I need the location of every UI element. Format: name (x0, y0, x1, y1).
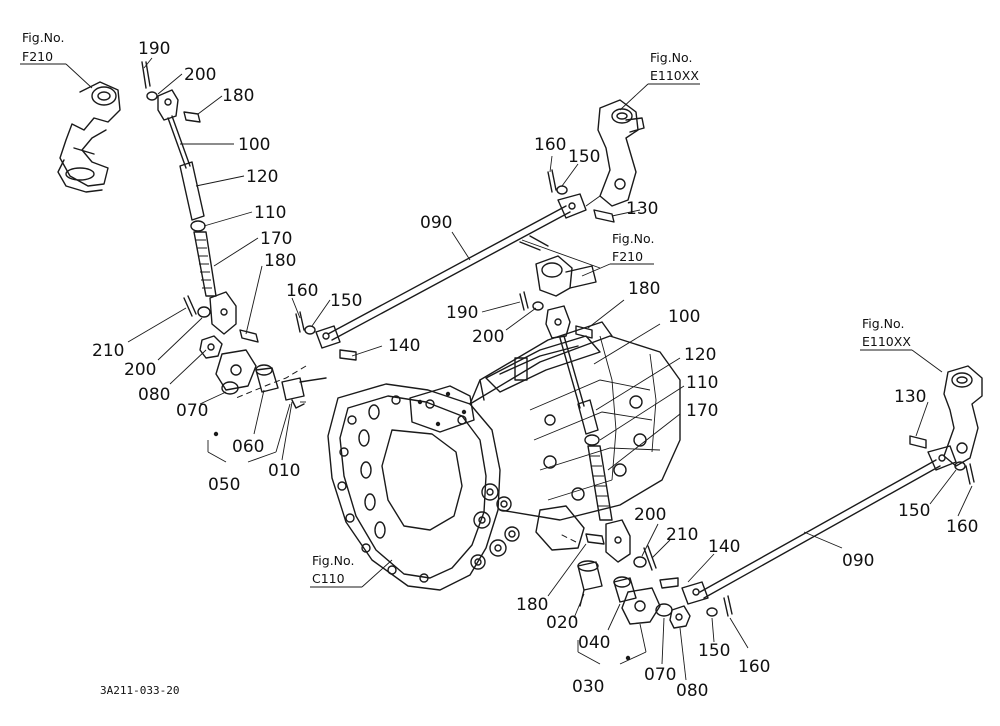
callout-120: 120 (246, 167, 278, 187)
fig-ref-prefix: Fig.No. (312, 553, 354, 568)
callout-060: 060 (232, 437, 264, 457)
transmission-housing (327, 321, 681, 591)
fig-ref-code: F210 (612, 249, 643, 264)
fig-ref-f210-left: Fig.No. F210 (20, 30, 93, 89)
fig-ref-c110: Fig.No. C110 (310, 553, 393, 588)
fig-ref-code: C110 (312, 571, 345, 586)
fig-ref-code: E110XX (650, 68, 699, 83)
callout-170: 170 (260, 229, 292, 249)
callout-150: 150 (698, 641, 730, 661)
callout-130: 130 (894, 387, 926, 407)
callout-050: 050 (208, 475, 240, 495)
callout-190: 190 (446, 303, 478, 323)
callout-190: 190 (138, 39, 170, 59)
callout-090: 090 (842, 551, 874, 571)
callout-150: 150 (330, 291, 362, 311)
callout-210: 210 (666, 525, 698, 545)
case-bosses (470, 395, 647, 570)
callout-210: 210 (92, 341, 124, 361)
callout-030: 030 (572, 677, 604, 697)
drawing-code: 3A211-033-20 (100, 684, 179, 697)
callout-120: 120 (684, 345, 716, 365)
callout-090: 090 (420, 213, 452, 233)
fig-ref-f210-mid: Fig.No. F210 (581, 231, 654, 277)
fig-ref-e110xx-top: Fig.No. E110XX (619, 50, 700, 111)
callout-180: 180 (516, 595, 548, 615)
callout-160: 160 (738, 657, 770, 677)
callout-140: 140 (708, 537, 740, 557)
callout-200: 200 (634, 505, 666, 525)
callout-200: 200 (184, 65, 216, 85)
callout-020: 020 (546, 613, 578, 633)
callout-100: 100 (238, 135, 270, 155)
callout-150: 150 (898, 501, 930, 521)
callout-070: 070 (176, 401, 208, 421)
callout-040: 040 (578, 633, 610, 653)
callout-160: 160 (534, 135, 566, 155)
right-lever-e110xx (943, 365, 983, 467)
fig-ref-e110xx-right: Fig.No. E110XX (860, 316, 943, 373)
bell-ribs (358, 404, 386, 539)
callout-labels: 190 200 180 100 120 110 170 180 160 150 … (92, 39, 978, 701)
leader-lines (127, 57, 973, 681)
callout-110: 110 (254, 203, 286, 223)
callout-110: 110 (686, 373, 718, 393)
mid-shift-lever-f210 (519, 235, 601, 297)
callout-180: 180 (264, 251, 296, 271)
long-rod-lower (699, 435, 975, 599)
callout-160: 160 (286, 281, 318, 301)
callout-150: 150 (568, 147, 600, 167)
callout-200: 200 (472, 327, 504, 347)
callout-140: 140 (388, 336, 420, 356)
fig-ref-prefix: Fig.No. (612, 231, 654, 246)
callout-200: 200 (124, 360, 156, 380)
left-shift-lever-f210 (57, 81, 121, 193)
callout-130: 130 (626, 199, 658, 219)
callout-100: 100 (668, 307, 700, 327)
flange-bolt-holes (337, 395, 467, 583)
fig-ref-prefix: Fig.No. (862, 316, 904, 331)
callout-080: 080 (676, 681, 708, 701)
upper-right-lever-e110xx (585, 99, 645, 207)
mid-linkage (519, 291, 733, 661)
callout-180: 180 (628, 279, 660, 299)
callout-170: 170 (686, 401, 718, 421)
fig-ref-prefix: Fig.No. (650, 50, 692, 65)
long-rod-top (327, 169, 615, 341)
fig-ref-code: E110XX (862, 334, 911, 349)
callout-010: 010 (268, 461, 300, 481)
callout-070: 070 (644, 665, 676, 685)
callout-180: 180 (222, 86, 254, 106)
left-upper-linkage (141, 61, 357, 437)
fig-ref-prefix: Fig.No. (22, 30, 64, 45)
callout-160: 160 (946, 517, 978, 537)
callout-080: 080 (138, 385, 170, 405)
fig-ref-code: F210 (22, 49, 53, 64)
